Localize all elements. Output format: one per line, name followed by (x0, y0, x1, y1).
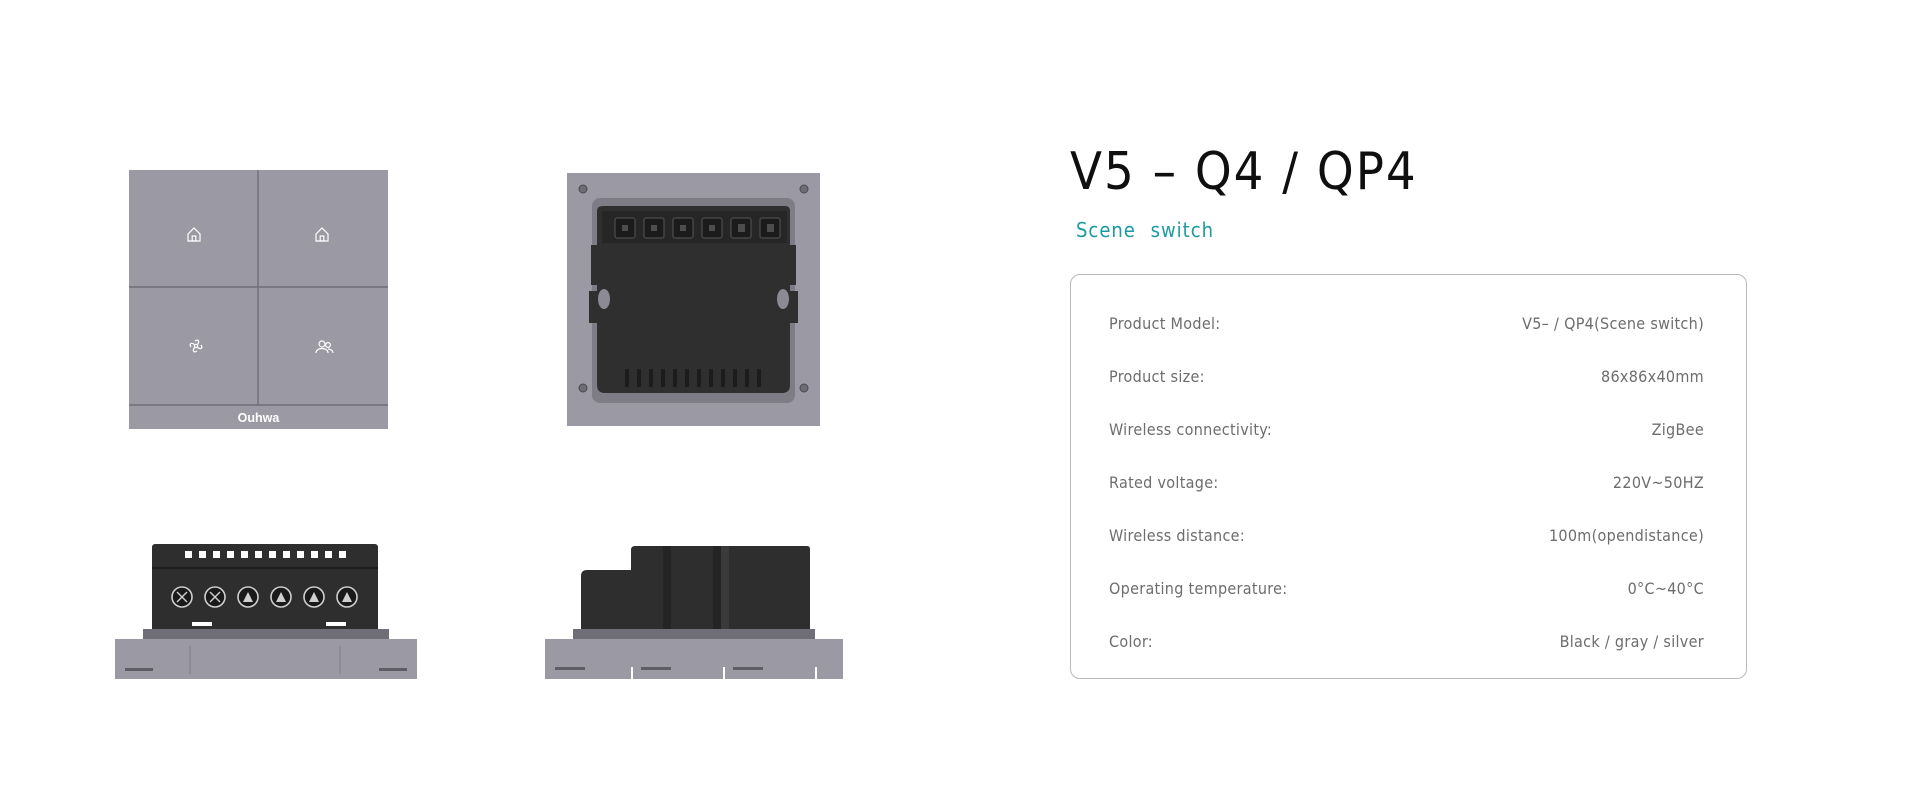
switch-side-view (545, 543, 843, 681)
spec-row-color: Color: Black / gray / silver (1109, 629, 1704, 653)
spec-value: 220V~50HZ (1612, 472, 1704, 492)
front-panel (545, 639, 843, 679)
spec-row-model: Product Model: V5– / QP4(Scene switch) (1109, 311, 1704, 335)
spec-value: V5– / QP4(Scene switch) (1522, 313, 1704, 333)
spec-label: Wireless distance: (1109, 525, 1245, 545)
spec-row-voltage: Rated voltage: 220V~50HZ (1109, 470, 1704, 494)
spec-label: Rated voltage: (1109, 472, 1219, 492)
spec-label: Color: (1109, 631, 1153, 651)
spec-label: Product Model: (1109, 313, 1221, 333)
screw-hole (578, 184, 809, 393)
spec-row-temperature: Operating temperature: 0°C~40°C (1109, 576, 1704, 600)
spec-label: Product size: (1109, 366, 1205, 386)
spec-row-distance: Wireless distance: 100m(opendistance) (1109, 523, 1704, 547)
module-housing (581, 546, 810, 632)
spec-value: 100m(opendistance) (1548, 525, 1704, 545)
brand-logo: Ouhwa (238, 411, 281, 425)
spec-row-connectivity: Wireless connectivity: ZigBee (1109, 417, 1704, 441)
switch-back-view (567, 173, 820, 426)
product-subtitle: Scene switch (1076, 218, 1215, 242)
mounting-plate (143, 629, 389, 639)
spec-value: ZigBee (1651, 419, 1704, 439)
mounting-plate (573, 629, 815, 639)
module-housing (152, 544, 378, 634)
spec-table: Product Model: V5– / QP4(Scene switch) P… (1070, 274, 1747, 679)
module-housing (589, 206, 798, 393)
home-icon (315, 227, 329, 242)
fan-icon (189, 339, 203, 353)
users-icon (315, 340, 334, 354)
switch-bottom-view (115, 540, 417, 682)
product-title: V5 – Q4 / QP4 (1070, 142, 1418, 202)
vent-slots (185, 551, 346, 558)
terminal-screw (614, 217, 781, 239)
spec-value: Black / gray / silver (1559, 631, 1704, 651)
switch-front-view: Ouhwa (129, 170, 388, 429)
spec-label: Wireless connectivity: (1109, 419, 1273, 439)
spec-value: 86x86x40mm (1600, 366, 1704, 386)
spec-label: Operating temperature: (1109, 578, 1288, 598)
vent-slots (625, 369, 761, 387)
home-icon (187, 227, 201, 242)
front-panel (115, 639, 417, 679)
spec-value: 0°C~40°C (1627, 578, 1704, 598)
spec-row-size: Product size: 86x86x40mm (1109, 364, 1704, 388)
